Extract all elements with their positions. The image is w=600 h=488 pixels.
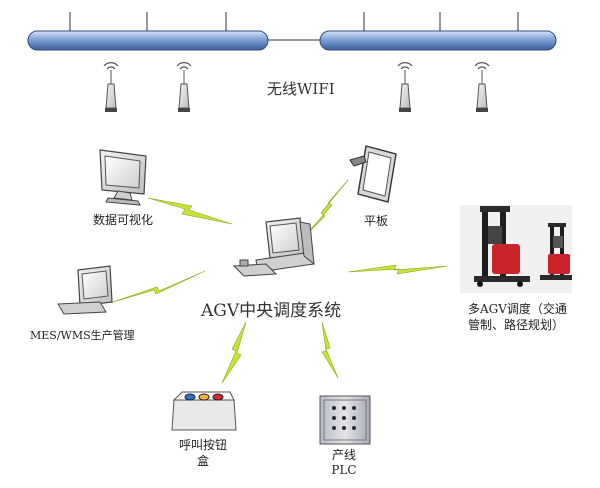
wifi-antenna-icon <box>397 62 413 112</box>
call-button-box-icon <box>171 391 237 431</box>
lightning-icon <box>221 321 247 384</box>
tablet-label: 平板 <box>364 214 389 228</box>
plc-label-line2: PLC <box>331 463 357 477</box>
lightning-icon <box>304 179 349 237</box>
network-backbone <box>27 12 557 51</box>
lightning-icon <box>347 264 449 275</box>
call-box-label-line2: 盒 <box>196 454 209 468</box>
wifi-access-points <box>103 62 490 112</box>
lightning-icon <box>147 197 233 225</box>
agv-photo <box>460 205 572 293</box>
plc-cabinet-icon <box>319 395 371 445</box>
wireless-links <box>109 179 449 384</box>
mes-computer-icon <box>57 265 113 315</box>
central-computer-icon <box>232 217 315 277</box>
backbone-pipe-left <box>27 30 269 51</box>
lightning-icon <box>109 270 206 304</box>
plc-label-line1: 产线 <box>331 448 356 462</box>
lightning-icon <box>321 321 339 379</box>
wifi-antenna-icon <box>474 62 490 112</box>
agv-forklift-small <box>540 223 572 280</box>
hub-label: AGV中央调度系统 <box>201 301 342 321</box>
wifi-antenna-icon <box>103 62 119 112</box>
wifi-label: 无线WIFI <box>267 80 335 98</box>
agv-dispatch-label-line1: 多AGV调度（交通 <box>468 302 567 316</box>
agv-dispatch-label-line2: 管制、路径规划） <box>468 318 565 332</box>
backbone-pipe-right <box>319 30 557 51</box>
mes-wms-label: MES/WMS生产管理 <box>30 329 135 342</box>
agv-forklift-large <box>474 206 530 287</box>
call-box-label-line1: 呼叫按钮 <box>178 438 227 452</box>
wifi-antenna-icon <box>176 62 192 112</box>
data-visualization-label: 数据可视化 <box>93 213 154 227</box>
monitor-icon <box>99 149 147 206</box>
tablet-icon <box>349 145 397 203</box>
